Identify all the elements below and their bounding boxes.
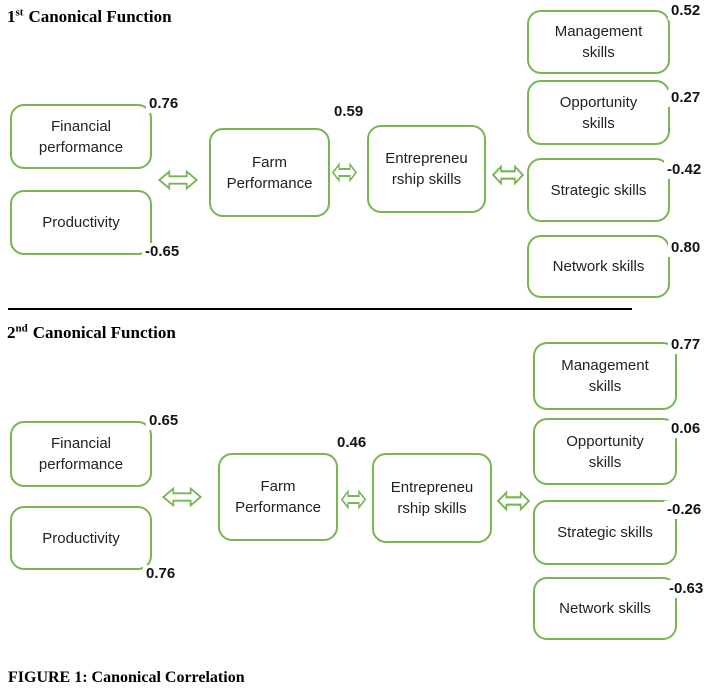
title-ordinal: nd xyxy=(15,322,28,335)
box-label: Network skills xyxy=(559,600,651,617)
box-label: Network skills xyxy=(552,258,645,275)
title-ordinal: st xyxy=(15,6,24,19)
section-title-2: 2nd Canonical Function xyxy=(7,323,176,343)
title-text: Canonical Function xyxy=(32,323,176,342)
loading-value-opportunity-1: 0.27 xyxy=(668,89,704,107)
title-number: 1 xyxy=(7,7,16,26)
loading-value-network-1: 0.80 xyxy=(668,239,704,257)
box-label: Productivity xyxy=(42,529,120,547)
section-title-1: 1st Canonical Function xyxy=(7,7,172,27)
double-arrow-icon xyxy=(332,162,357,183)
loading-value-financial-1: 0.76 xyxy=(146,95,182,113)
double-arrow-icon xyxy=(158,169,198,191)
section-divider xyxy=(8,308,632,310)
loading-value-management-2: 0.77 xyxy=(668,336,704,354)
canonical-correlation-value-1: 0.59 xyxy=(331,103,367,121)
box-label: Productivity xyxy=(42,214,120,231)
box-label: Strategic skills xyxy=(550,181,647,199)
double-arrow-icon xyxy=(341,489,366,510)
box-productivity-1: Productivity xyxy=(10,190,152,255)
figure-caption: FIGURE 1: Canonical Correlation xyxy=(8,669,245,686)
loading-value-network-2: -0.63 xyxy=(666,580,707,598)
loading-value-strategic-1: -0.42 xyxy=(664,161,705,179)
box-network-skills-1: Network skills xyxy=(527,235,670,298)
loading-value-management-1: 0.52 xyxy=(668,2,704,20)
loading-value-strategic-2: -0.26 xyxy=(664,501,705,519)
title-text: Canonical Function xyxy=(28,7,172,26)
loading-value-financial-2: 0.65 xyxy=(146,412,182,430)
box-network-skills-2: Network skills xyxy=(533,577,677,640)
box-strategic-skills-2: Strategic skills xyxy=(533,500,677,565)
canonical-correlation-value-2: 0.46 xyxy=(334,434,370,452)
double-arrow-icon xyxy=(497,490,530,512)
loading-value-productivity-1: -0.65 xyxy=(142,243,183,261)
loading-value-opportunity-2: 0.06 xyxy=(668,420,704,438)
box-productivity-2: Productivity xyxy=(10,506,152,570)
title-number: 2 xyxy=(7,323,16,342)
double-arrow-icon xyxy=(492,164,524,186)
box-label: Strategic skills xyxy=(557,524,653,541)
loading-value-productivity-2: 0.76 xyxy=(143,565,179,583)
double-arrow-icon xyxy=(162,486,202,508)
box-strategic-skills-1: Strategic skills xyxy=(527,158,670,222)
